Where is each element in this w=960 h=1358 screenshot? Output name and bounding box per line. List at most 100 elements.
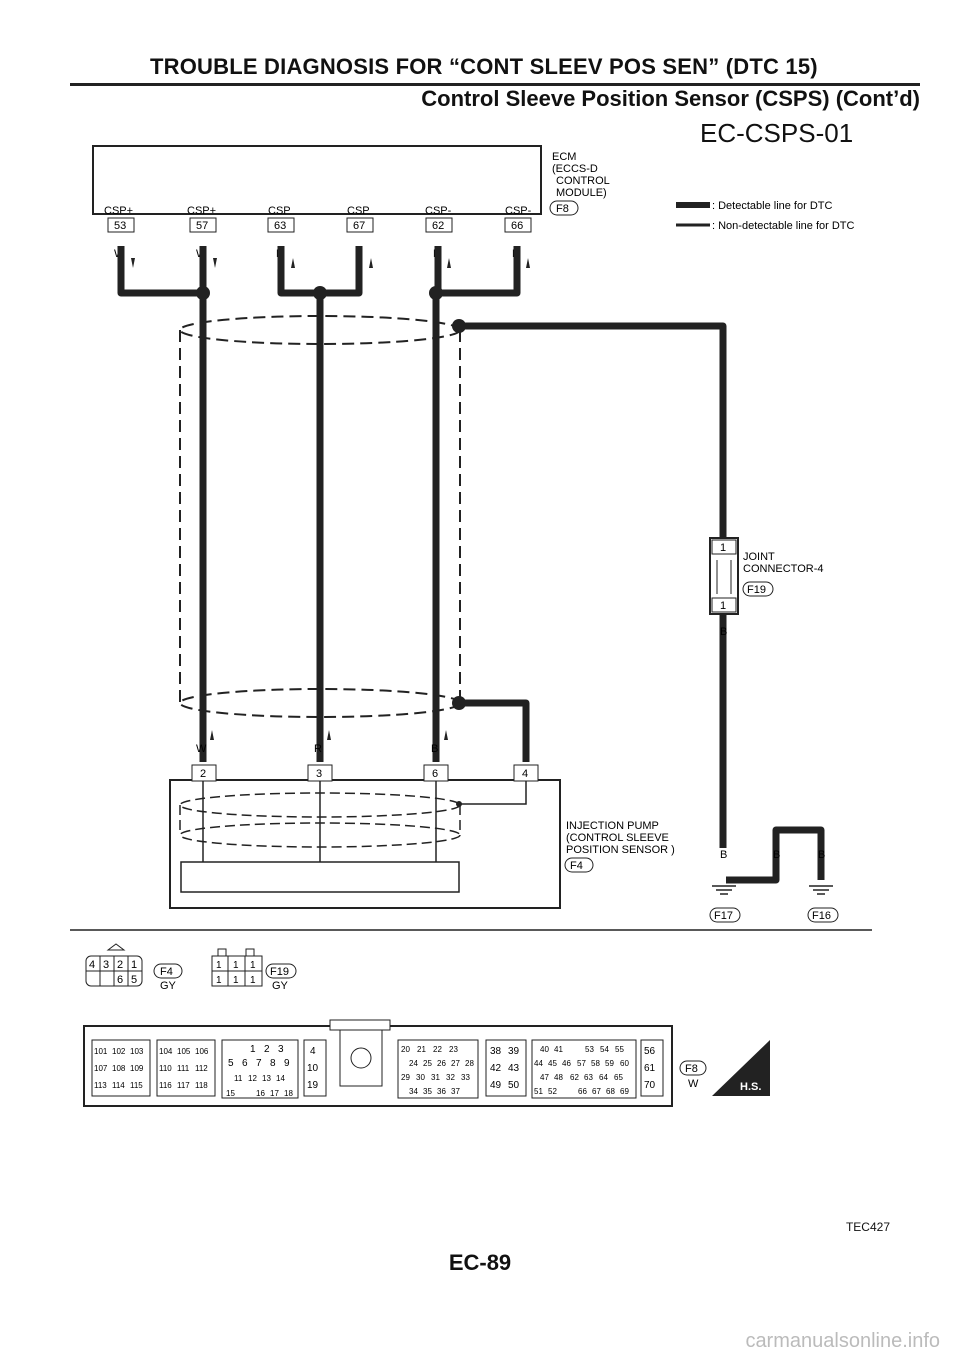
svg-text:111: 111 — [177, 1064, 190, 1073]
svg-text:63: 63 — [584, 1073, 593, 1082]
f19-connector-view: 1 1 1 1 1 1 F19 GY — [211, 948, 297, 992]
svg-text:6: 6 — [117, 974, 123, 986]
svg-text:1: 1 — [250, 975, 256, 986]
f4-connector-view: 4 3 2 1 6 5 F4 GY — [85, 943, 183, 992]
svg-text:118: 118 — [195, 1081, 208, 1090]
signal-arrows — [131, 258, 530, 268]
svg-text:61: 61 — [644, 1063, 656, 1074]
svg-text:H.S.: H.S. — [740, 1081, 761, 1093]
svg-text:48: 48 — [554, 1073, 563, 1082]
svg-text:59: 59 — [605, 1059, 614, 1068]
ecm-label-3: CONTROL — [556, 175, 610, 187]
svg-text:64: 64 — [599, 1073, 608, 1082]
svg-text:24: 24 — [409, 1059, 418, 1068]
svg-text:57: 57 — [577, 1059, 586, 1068]
svg-text:43: 43 — [508, 1063, 520, 1074]
pump-pin-num: 3 — [316, 768, 322, 780]
ecm-pin-num: 67 — [353, 220, 365, 232]
svg-text:30: 30 — [416, 1073, 425, 1082]
svg-text:9: 9 — [284, 1058, 290, 1069]
svg-text:GY: GY — [160, 980, 177, 992]
svg-text:12: 12 — [248, 1074, 257, 1083]
svg-text:55: 55 — [615, 1045, 624, 1054]
svg-text:41: 41 — [554, 1045, 563, 1054]
ecm-connector-id: F8 — [556, 203, 569, 215]
svg-text:31: 31 — [431, 1073, 440, 1082]
harness-wires — [117, 246, 825, 884]
svg-text:18: 18 — [284, 1089, 293, 1098]
svg-text:13: 13 — [262, 1074, 271, 1083]
joint-pin-bottom: 1 — [720, 600, 726, 612]
svg-text:2: 2 — [264, 1044, 270, 1055]
svg-text:113: 113 — [94, 1081, 107, 1090]
svg-text:22: 22 — [433, 1045, 442, 1054]
svg-text:117: 117 — [177, 1081, 190, 1090]
joint-pin-top: 1 — [720, 542, 726, 554]
ecm-pin-num: 62 — [432, 220, 444, 232]
pump-pin-num: 4 — [522, 768, 528, 780]
svg-text:6: 6 — [242, 1058, 248, 1069]
joint-label-1: JOINT — [743, 551, 775, 563]
svg-text:101: 101 — [94, 1047, 108, 1056]
splice-dots — [196, 286, 466, 710]
svg-text:19: 19 — [307, 1080, 319, 1091]
ecm-connector-tag — [549, 200, 579, 216]
svg-text:26: 26 — [437, 1059, 446, 1068]
svg-text:35: 35 — [423, 1087, 432, 1096]
pump-pin-num: 6 — [432, 768, 438, 780]
svg-text:49: 49 — [490, 1080, 502, 1091]
svg-text:20: 20 — [401, 1045, 410, 1054]
svg-text:29: 29 — [401, 1073, 410, 1082]
ecm-pin-name: CSP+ — [187, 205, 216, 217]
svg-text:115: 115 — [130, 1081, 143, 1090]
svg-text:GY: GY — [272, 980, 289, 992]
pump-pin-num: 2 — [200, 768, 206, 780]
joint-connector-id: F19 — [747, 584, 766, 596]
svg-text:F8: F8 — [685, 1063, 698, 1075]
svg-text:60: 60 — [620, 1059, 629, 1068]
svg-text:54: 54 — [600, 1045, 609, 1054]
svg-text:F19: F19 — [270, 966, 289, 978]
page-subtitle: Control Sleeve Position Sensor (CSPS) (C… — [421, 86, 920, 111]
ecm-label-1: ECM — [552, 151, 576, 163]
svg-text:1: 1 — [216, 975, 222, 986]
svg-text:8: 8 — [270, 1058, 276, 1069]
ecm-pin-name: CSP — [268, 205, 291, 217]
page-title: TROUBLE DIAGNOSIS FOR “CONT SLEEV POS SE… — [150, 54, 818, 79]
svg-text:17: 17 — [270, 1089, 279, 1098]
page-number: EC-89 — [448, 1250, 512, 1275]
diagram-code: EC-CSPS-01 — [700, 118, 854, 148]
ecm-pin-name: CSP+ — [104, 205, 133, 217]
ground-connector-id: F17 — [714, 910, 733, 922]
svg-text:1: 1 — [216, 960, 222, 971]
svg-text:16: 16 — [256, 1089, 265, 1098]
svg-text:112: 112 — [195, 1064, 208, 1073]
svg-text:70: 70 — [644, 1080, 656, 1091]
svg-text:F4: F4 — [160, 966, 173, 978]
pump-label-3: POSITION SENSOR ) — [566, 844, 675, 856]
ecm-pin-name: CSP- — [425, 205, 452, 217]
svg-text:66: 66 — [578, 1087, 587, 1096]
svg-text:37: 37 — [451, 1087, 460, 1096]
svg-text:46: 46 — [562, 1059, 571, 1068]
svg-text:28: 28 — [465, 1059, 474, 1068]
svg-text:45: 45 — [548, 1059, 557, 1068]
svg-text:2: 2 — [117, 959, 123, 971]
svg-text:32: 32 — [446, 1073, 455, 1082]
svg-text:4: 4 — [89, 959, 95, 971]
svg-text:1: 1 — [250, 1044, 256, 1055]
svg-text:W: W — [688, 1078, 699, 1090]
pump-connector-id: F4 — [570, 860, 583, 872]
ground-wire-color: B — [818, 849, 825, 861]
ecm-pin-name: CSP- — [505, 205, 532, 217]
svg-text:15: 15 — [226, 1089, 235, 1098]
grounds: B B B F17 F16 — [709, 849, 839, 923]
pump-wire-color: R — [314, 743, 322, 755]
svg-text:1: 1 — [131, 959, 137, 971]
svg-text:58: 58 — [591, 1059, 600, 1068]
svg-text:3: 3 — [103, 959, 109, 971]
injection-pump: 2 3 6 4 W R B INJECTION PUMP (CONTROL SL… — [169, 730, 675, 909]
legend: : Detectable line for DTC : Non-detectab… — [676, 200, 855, 232]
